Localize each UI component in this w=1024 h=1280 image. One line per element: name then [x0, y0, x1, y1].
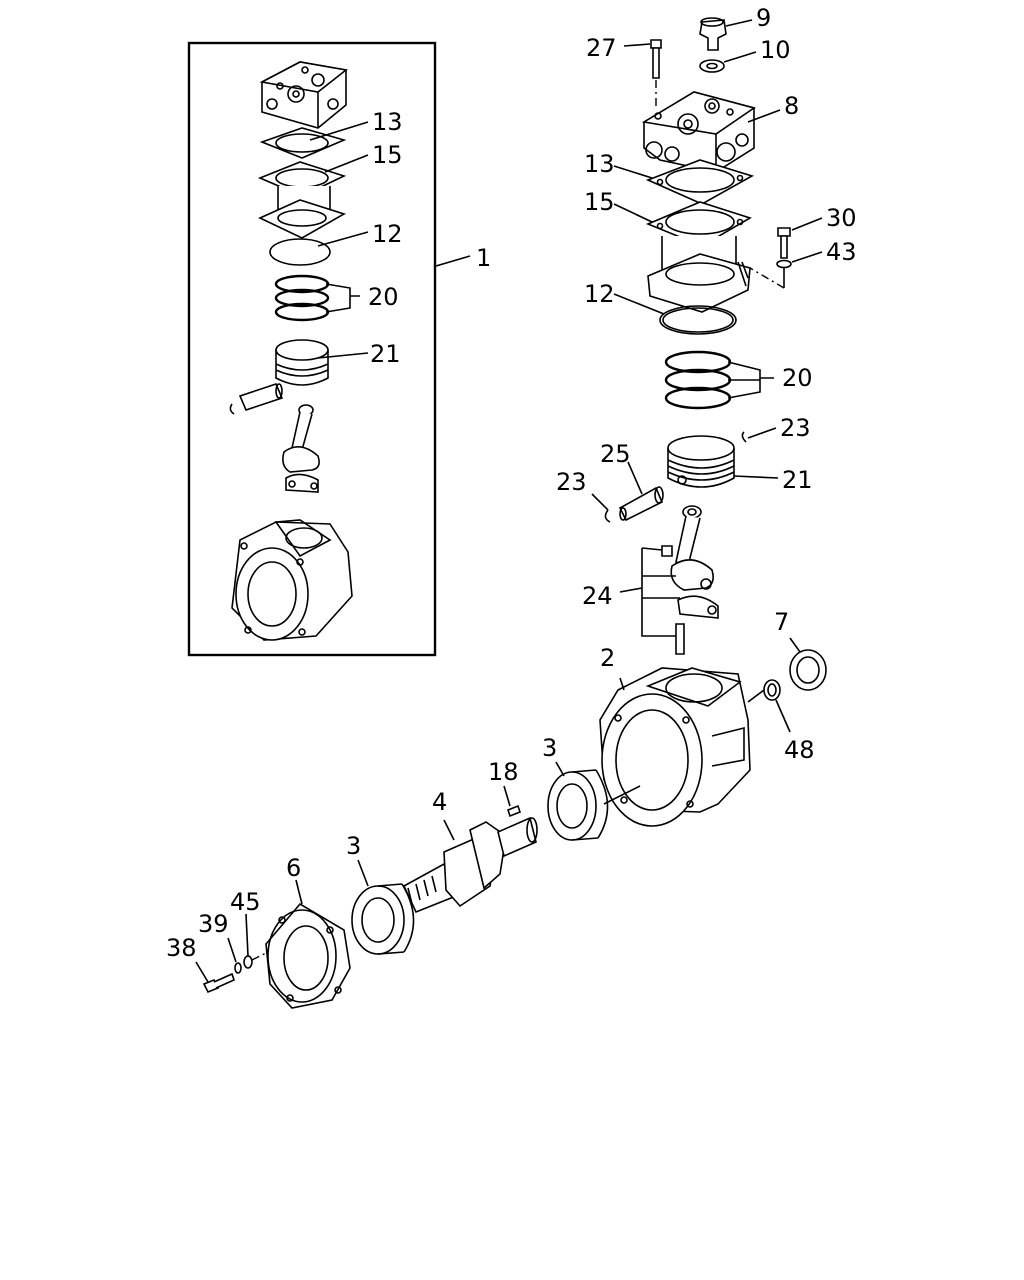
callout-15: 15: [372, 141, 403, 169]
callout-21: 21: [782, 466, 813, 494]
part-cylinder-head-8: [641, 91, 781, 173]
part-bolt-30: [777, 217, 823, 259]
part-key-18: [503, 785, 521, 818]
callout-1: 1: [476, 244, 491, 272]
part-cylinder: [647, 236, 751, 313]
callout-3: 3: [346, 832, 361, 860]
part-ring-48: [747, 679, 791, 733]
callout-15: 15: [584, 188, 615, 216]
part-bolt-38: [195, 961, 235, 994]
callout-27: 27: [586, 34, 617, 62]
part-connecting-rod-24: [619, 505, 719, 655]
assembly-piston-rings: [274, 274, 360, 322]
part-crankshaft-4: [402, 816, 538, 914]
callout-39: 39: [198, 910, 229, 938]
callout-43: 43: [826, 238, 857, 266]
callout-13: 13: [372, 108, 403, 136]
callout-4: 4: [432, 788, 447, 816]
callout-24: 24: [582, 582, 613, 610]
callout-13: 13: [584, 150, 615, 178]
callout-8: 8: [784, 92, 799, 120]
callout-38: 38: [166, 934, 197, 962]
callout-2: 2: [600, 644, 615, 672]
callout-25: 25: [600, 440, 631, 468]
part-washer-10: [699, 51, 757, 73]
callout-23: 23: [556, 468, 587, 496]
callout-6: 6: [286, 854, 301, 882]
assembly-cylinder-head: [259, 61, 348, 129]
part-wrist-pin-25: [618, 461, 664, 522]
callout-12: 12: [584, 280, 615, 308]
assembly-cylinder: [258, 186, 346, 239]
part-bearing-3-lower: [351, 859, 415, 955]
callout-3: 3: [542, 734, 557, 762]
callout-30: 30: [826, 204, 857, 232]
assembly-crankcase: [231, 519, 353, 641]
part-washer-43: [749, 251, 823, 289]
part-crankcase-2: [599, 667, 751, 827]
part-bolt-27: [623, 39, 662, 110]
callout-20: 20: [782, 364, 813, 392]
callout-48: 48: [784, 736, 815, 764]
part-clip-23-left: [591, 493, 611, 523]
callout-7: 7: [774, 608, 789, 636]
part-piston-rings-20: [664, 350, 774, 410]
assembly-box: [187, 41, 471, 657]
part-seal-7: [789, 637, 827, 691]
callout-9: 9: [756, 4, 771, 32]
part-washer-45: [243, 913, 253, 969]
callout-23: 23: [780, 414, 811, 442]
callout-labels: 1 13 15 12 20 21 9 27 10 8 13 15 30 43 1…: [166, 4, 857, 962]
part-valve-9: [699, 17, 753, 51]
assembly-wrist-pin: [229, 383, 284, 415]
callout-20: 20: [368, 283, 399, 311]
callout-21: 21: [370, 340, 401, 368]
part-clip-23-right: [741, 427, 777, 443]
part-bearing-3-upper: [547, 761, 609, 841]
callout-10: 10: [760, 36, 791, 64]
assembly-connecting-rod: [282, 404, 320, 493]
part-piston-21: [667, 435, 779, 488]
part-gasket-13: [613, 159, 755, 205]
assembly-o-ring: [269, 238, 331, 266]
part-o-ring-12: [613, 293, 737, 335]
callout-12: 12: [372, 220, 403, 248]
assembly-piston: [275, 339, 369, 386]
callout-45: 45: [230, 888, 261, 916]
part-washer-39: [227, 937, 242, 974]
part-cover-6: [265, 879, 351, 1009]
callout-18: 18: [488, 758, 519, 786]
